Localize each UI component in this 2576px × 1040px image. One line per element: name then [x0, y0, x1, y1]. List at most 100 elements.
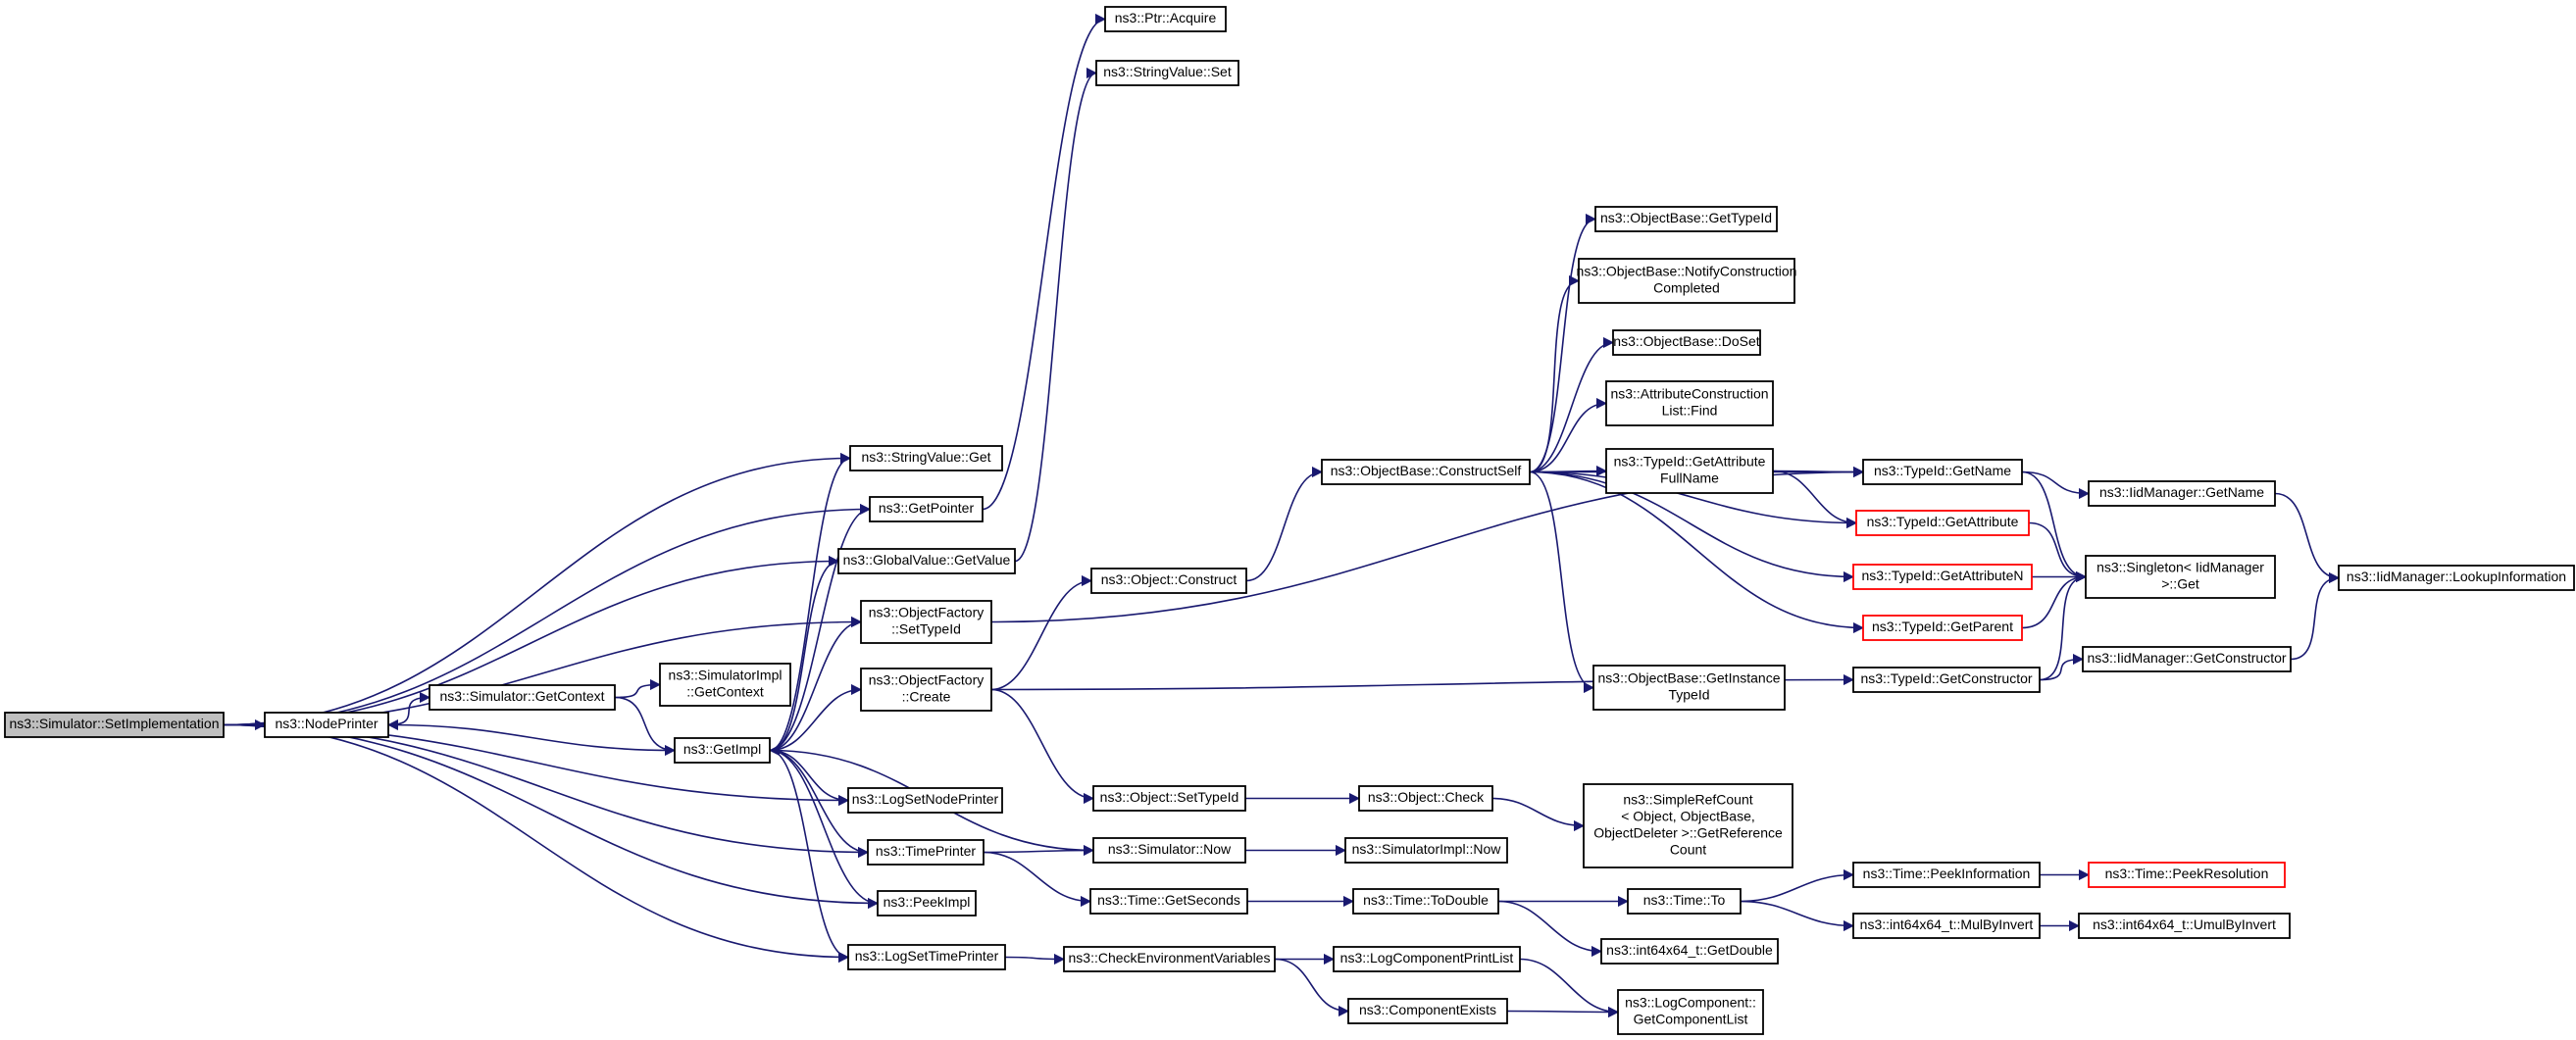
node-box	[847, 944, 1006, 970]
node-box	[847, 787, 1003, 814]
node-label: ns3::SimpleRefCount	[1623, 792, 1752, 808]
node-simimpl-get-context[interactable]: ns3::SimulatorImpl::GetContext	[659, 663, 791, 707]
node-tid-get-constructor[interactable]: ns3::TypeId::GetConstructor	[1852, 667, 2041, 693]
edge-check-env-to-component-exists	[1274, 958, 1350, 1017]
node-box	[1092, 837, 1246, 864]
edge-globalvalue-get-to-stringvalue-set	[1014, 68, 1098, 563]
node-log-set-node-printer[interactable]: ns3::LogSetNodePrinter	[847, 787, 1003, 814]
node-label: ns3::LogSetNodePrinter	[852, 791, 999, 807]
node-tid-get-parent[interactable]: ns3::TypeId::GetParent	[1862, 615, 2023, 641]
node-object-set-typeid[interactable]: ns3::Object::SetTypeId	[1092, 785, 1246, 812]
edge-ob-construct-self-to-tid-get-parent	[1529, 470, 1865, 634]
node-box	[1089, 888, 1248, 915]
node-int64-get-double[interactable]: ns3::int64x64_t::GetDouble	[1600, 938, 1779, 965]
node-of-settypeid[interactable]: ns3::ObjectFactory::SetTypeId	[860, 600, 992, 644]
node-box	[1617, 989, 1764, 1035]
edge-get-pointer-to-ptr-acquire	[982, 13, 1107, 511]
node-get-impl[interactable]: ns3::GetImpl	[674, 737, 771, 764]
node-time-get-seconds[interactable]: ns3::Time::GetSeconds	[1089, 888, 1248, 915]
node-log-set-time-printer[interactable]: ns3::LogSetTimePrinter	[847, 944, 1006, 970]
node-simulator-now[interactable]: ns3::Simulator::Now	[1092, 837, 1246, 864]
node-check-env[interactable]: ns3::CheckEnvironmentVariables	[1063, 946, 1276, 972]
node-box	[2088, 480, 2276, 507]
node-simimpl-now[interactable]: ns3::SimulatorImpl::Now	[1344, 837, 1508, 864]
node-singleton-get[interactable]: ns3::Singleton< IidManager>::Get	[2085, 555, 2276, 599]
node-component-exists[interactable]: ns3::ComponentExists	[1347, 998, 1508, 1024]
node-label: ns3::AttributeConstruction	[1610, 386, 1768, 402]
node-label: Count	[1670, 842, 1706, 858]
node-object-check[interactable]: ns3::Object::Check	[1358, 785, 1493, 812]
node-label: ns3::Object::Check	[1368, 789, 1485, 805]
node-tid-get-name[interactable]: ns3::TypeId::GetName	[1862, 459, 2023, 485]
node-stringvalue-get[interactable]: ns3::StringValue::Get	[849, 445, 1003, 471]
node-time-to[interactable]: ns3::Time::To	[1627, 888, 1742, 915]
edge-of-create-to-object-set-typeid	[990, 688, 1095, 805]
node-label: ns3::ObjectBase::GetTypeId	[1600, 210, 1772, 225]
node-ptr-acquire[interactable]: ns3::Ptr::Acquire	[1104, 6, 1227, 32]
node-sim-get-context[interactable]: ns3::Simulator::GetContext	[429, 684, 616, 711]
node-log-comp-get-list[interactable]: ns3::LogComponent::GetComponentList	[1617, 989, 1764, 1035]
node-get-pointer[interactable]: ns3::GetPointer	[869, 496, 984, 522]
node-box	[264, 712, 389, 738]
node-time-peek-info[interactable]: ns3::Time::PeekInformation	[1852, 862, 2041, 888]
node-iid-get-constructor[interactable]: ns3::IidManager::GetConstructor	[2082, 646, 2292, 672]
node-iid-lookup-info[interactable]: ns3::IidManager::LookupInformation	[2338, 565, 2575, 591]
node-box	[4, 712, 225, 738]
node-of-create[interactable]: ns3::ObjectFactory::Create	[860, 668, 992, 712]
edge-of-create-to-object-construct	[990, 574, 1093, 691]
node-int64-umul-by-invert[interactable]: ns3::int64x64_t::UmulByInvert	[2078, 913, 2291, 939]
node-time-to-double[interactable]: ns3::Time::ToDouble	[1352, 888, 1499, 915]
edge-iid-get-name-to-iid-lookup-info	[2274, 492, 2341, 584]
node-box	[1592, 665, 1786, 711]
node-time-printer[interactable]: ns3::TimePrinter	[867, 839, 985, 866]
node-tid-get-attribute-n[interactable]: ns3::TypeId::GetAttributeN	[1852, 564, 2033, 590]
node-time-peek-resolution[interactable]: ns3::Time::PeekResolution	[2088, 862, 2286, 888]
node-stringvalue-set[interactable]: ns3::StringValue::Set	[1095, 60, 1239, 86]
edge-tid-get-name-to-singleton-get	[2021, 470, 2088, 583]
node-box	[1600, 938, 1779, 965]
node-set-impl[interactable]: ns3::Simulator::SetImplementation	[4, 712, 225, 738]
node-tid-get-attribute[interactable]: ns3::TypeId::GetAttribute	[1855, 510, 2030, 536]
node-label: Completed	[1653, 280, 1720, 296]
node-object-construct[interactable]: ns3::Object::Construct	[1090, 568, 1247, 594]
edge-set-impl-to-time-printer	[223, 723, 870, 859]
node-ob-get-typeid[interactable]: ns3::ObjectBase::GetTypeId	[1594, 206, 1778, 232]
node-label: ns3::PeekImpl	[884, 894, 971, 910]
node-label: ns3::IidManager::LookupInformation	[2347, 569, 2566, 584]
node-label: ns3::ObjectBase::ConstructSelf	[1331, 463, 1522, 478]
node-globalvalue-get[interactable]: ns3::GlobalValue::GetValue	[837, 548, 1016, 574]
node-label: GetComponentList	[1634, 1012, 1748, 1027]
node-ob-construct-self[interactable]: ns3::ObjectBase::ConstructSelf	[1321, 459, 1531, 485]
node-label: ns3::LogComponentPrintList	[1340, 950, 1514, 966]
node-label: ns3::GetImpl	[683, 741, 761, 757]
node-int64-mul-by-invert[interactable]: ns3::int64x64_t::MulByInvert	[1852, 913, 2041, 939]
edge-ob-construct-self-to-ob-get-typeid	[1529, 213, 1597, 473]
node-label: ns3::GlobalValue::GetValue	[843, 552, 1011, 568]
edge-get-impl-to-of-settypeid	[769, 616, 863, 752]
node-label: ns3::Object::Construct	[1101, 571, 1237, 587]
node-ob-doset[interactable]: ns3::ObjectBase::DoSet	[1612, 329, 1761, 356]
node-box	[659, 663, 791, 707]
node-label: ns3::SimulatorImpl::Now	[1352, 841, 1502, 857]
edge-get-impl-to-stringvalue-get	[769, 452, 852, 752]
node-box	[429, 684, 616, 711]
node-node-printer[interactable]: ns3::NodePrinter	[264, 712, 389, 738]
edge-time-to-double-to-int64-get-double	[1497, 900, 1603, 958]
node-label: ns3::TypeId::GetConstructor	[1860, 670, 2032, 686]
node-box	[2082, 646, 2292, 672]
node-label: ns3::TypeId::GetAttribute	[1867, 514, 2019, 529]
edge-get-impl-to-get-pointer	[769, 503, 872, 752]
edge-tid-get-attr-fullname-to-tid-get-name	[1772, 466, 1865, 478]
node-log-comp-print-list[interactable]: ns3::LogComponentPrintList	[1333, 946, 1521, 972]
node-label: ns3::TimePrinter	[876, 843, 977, 859]
node-label: ns3::TypeId::GetName	[1874, 463, 2011, 478]
node-iid-get-name[interactable]: ns3::IidManager::GetName	[2088, 480, 2276, 507]
node-box	[1104, 6, 1227, 32]
node-peek-impl[interactable]: ns3::PeekImpl	[877, 890, 977, 916]
node-simple-ref-count[interactable]: ns3::SimpleRefCount< Object, ObjectBase,…	[1583, 783, 1793, 868]
node-ob-notify[interactable]: ns3::ObjectBase::NotifyConstructionCompl…	[1577, 258, 1797, 304]
node-box	[1092, 785, 1246, 812]
